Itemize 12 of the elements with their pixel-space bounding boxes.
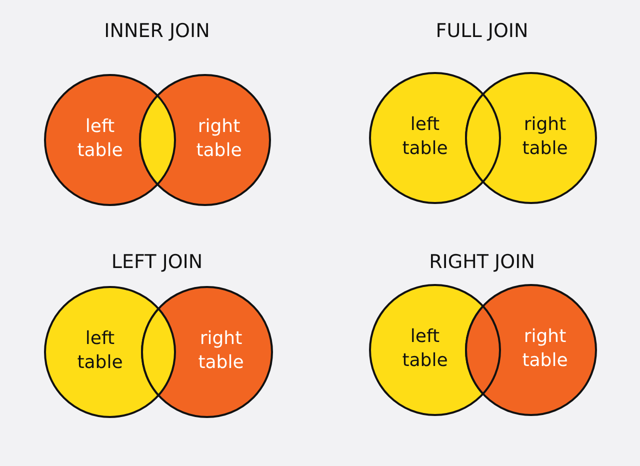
circle-label: right table — [191, 327, 251, 375]
circle-label: left table — [395, 113, 455, 161]
join-title: FULL JOIN — [436, 20, 528, 42]
circle-label: right table — [515, 325, 575, 373]
join-title: LEFT JOIN — [111, 251, 203, 273]
circle-label: right table — [515, 113, 575, 161]
circle-label: left table — [70, 115, 130, 163]
join-title: INNER JOIN — [104, 20, 210, 42]
circle-label: left table — [395, 325, 455, 373]
circle-label: left table — [70, 327, 130, 375]
join-title: RIGHT JOIN — [429, 251, 535, 273]
circle-label: right table — [189, 115, 249, 163]
